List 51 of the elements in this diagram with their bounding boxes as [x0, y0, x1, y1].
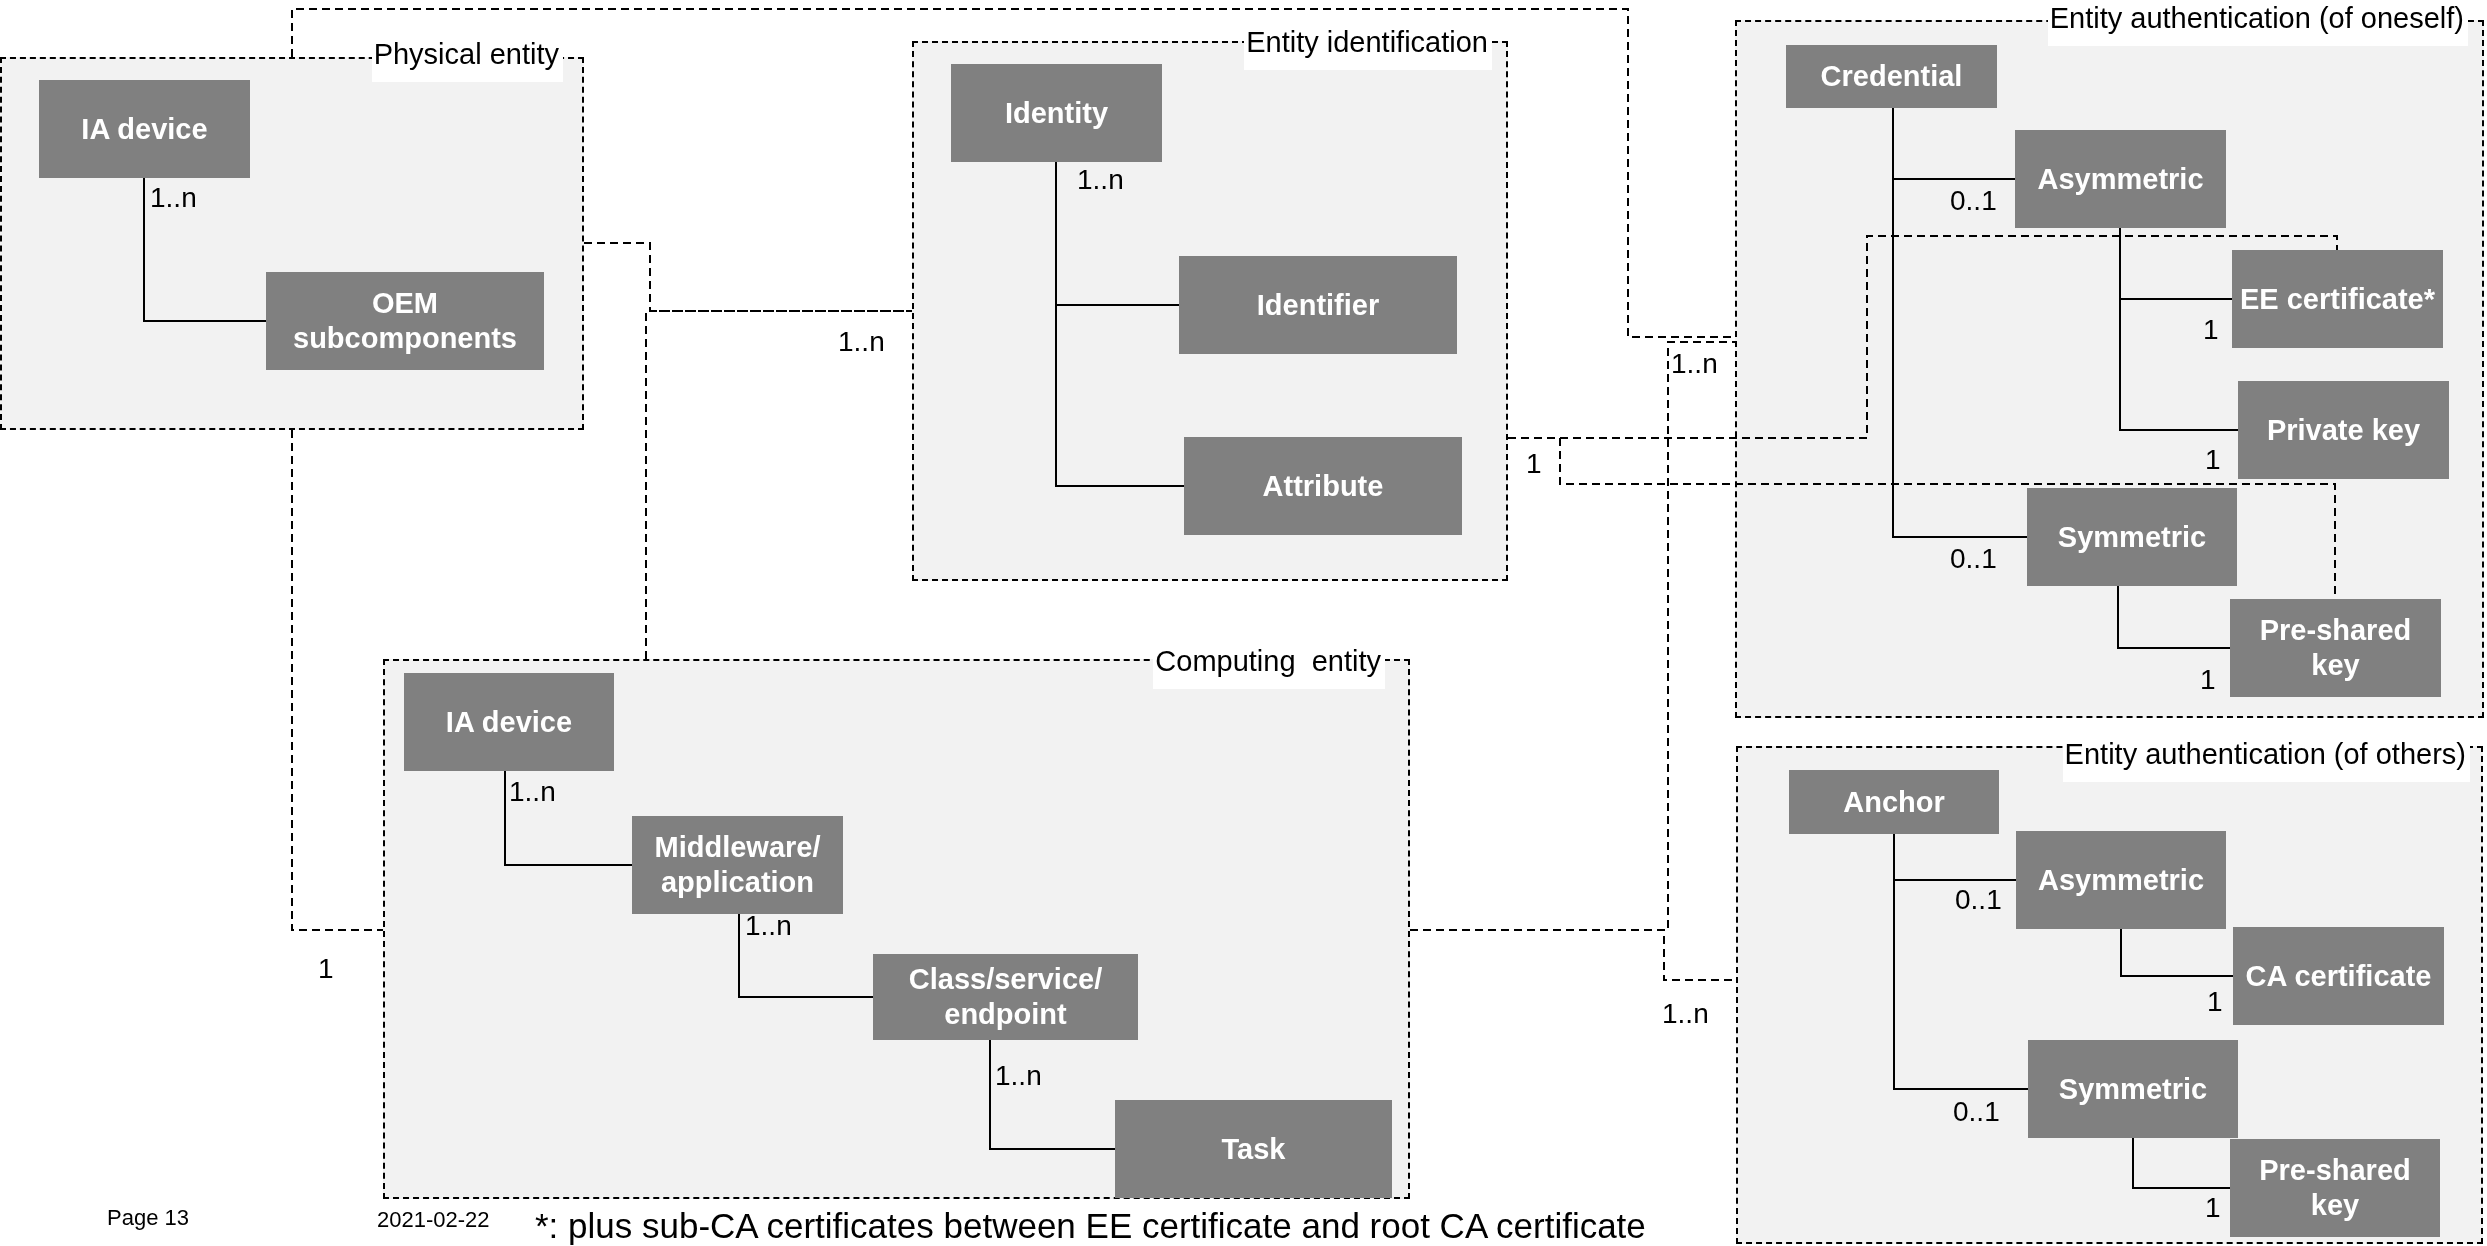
entity-box: Identity	[951, 64, 1162, 162]
date-label: 2021-02-22	[377, 1208, 490, 1232]
multiplicity-label: 1..n	[150, 184, 197, 212]
multiplicity-label: 0..1	[1955, 886, 2002, 914]
connector-line	[143, 177, 267, 322]
entity-box: Attribute	[1184, 437, 1462, 535]
multiplicity-label: 1	[318, 955, 334, 983]
multiplicity-label: 1	[1526, 450, 1542, 478]
entity-box: Credential	[1786, 45, 1997, 108]
entity-box: Asymmetric	[2015, 130, 2226, 228]
entity-box: IA device	[39, 80, 250, 178]
multiplicity-label: 1..n	[509, 778, 556, 806]
multiplicity-label: 1	[2200, 666, 2216, 694]
entity-box: Pre-shared key	[2230, 1139, 2440, 1237]
entity-box: Identifier	[1179, 256, 1457, 354]
connector-line	[2132, 1137, 2231, 1189]
multiplicity-label: 1..n	[1662, 1000, 1709, 1028]
entity-box: OEM subcomponents	[266, 272, 544, 370]
entity-box: Private key	[2238, 381, 2449, 479]
page-number: Page 13	[107, 1206, 189, 1230]
multiplicity-label: 1..n	[995, 1062, 1042, 1090]
entity-box: Asymmetric	[2016, 831, 2226, 929]
connector-line	[504, 770, 633, 866]
entity-box: Class/service/ endpoint	[873, 954, 1138, 1040]
connector-line	[989, 1039, 1116, 1150]
multiplicity-label: 0..1	[1950, 545, 1997, 573]
connector-line	[2119, 227, 2239, 431]
multiplicity-label: 1	[2207, 988, 2223, 1016]
connector-line	[2117, 585, 2231, 649]
footnote: *: plus sub-CA certificates between EE certificate and root CA certificate	[535, 1208, 1646, 1245]
entity-box: IA device	[404, 673, 614, 771]
entity-box: Task	[1115, 1100, 1392, 1198]
multiplicity-label: 1..n	[1671, 350, 1718, 378]
multiplicity-label: 1..n	[1077, 166, 1124, 194]
entity-box: EE certificate*	[2232, 250, 2443, 348]
multiplicity-label: 1	[2203, 316, 2219, 344]
connector-line	[2120, 928, 2234, 977]
multiplicity-label: 1..n	[838, 328, 885, 356]
entity-box: Symmetric	[2028, 1040, 2238, 1138]
dashed-connector	[291, 429, 384, 931]
entity-box: Symmetric	[2027, 488, 2237, 586]
entity-box: CA certificate	[2233, 927, 2444, 1025]
multiplicity-label: 1	[2205, 1194, 2221, 1222]
multiplicity-label: 0..1	[1953, 1098, 2000, 1126]
entity-box: Anchor	[1789, 770, 1999, 834]
multiplicity-label: 1	[2205, 446, 2221, 474]
entity-box: Pre-shared key	[2230, 599, 2441, 697]
connector-line	[738, 913, 874, 998]
entity-box: Middleware/ application	[632, 816, 843, 914]
multiplicity-label: 1..n	[745, 912, 792, 940]
multiplicity-label: 0..1	[1950, 187, 1997, 215]
